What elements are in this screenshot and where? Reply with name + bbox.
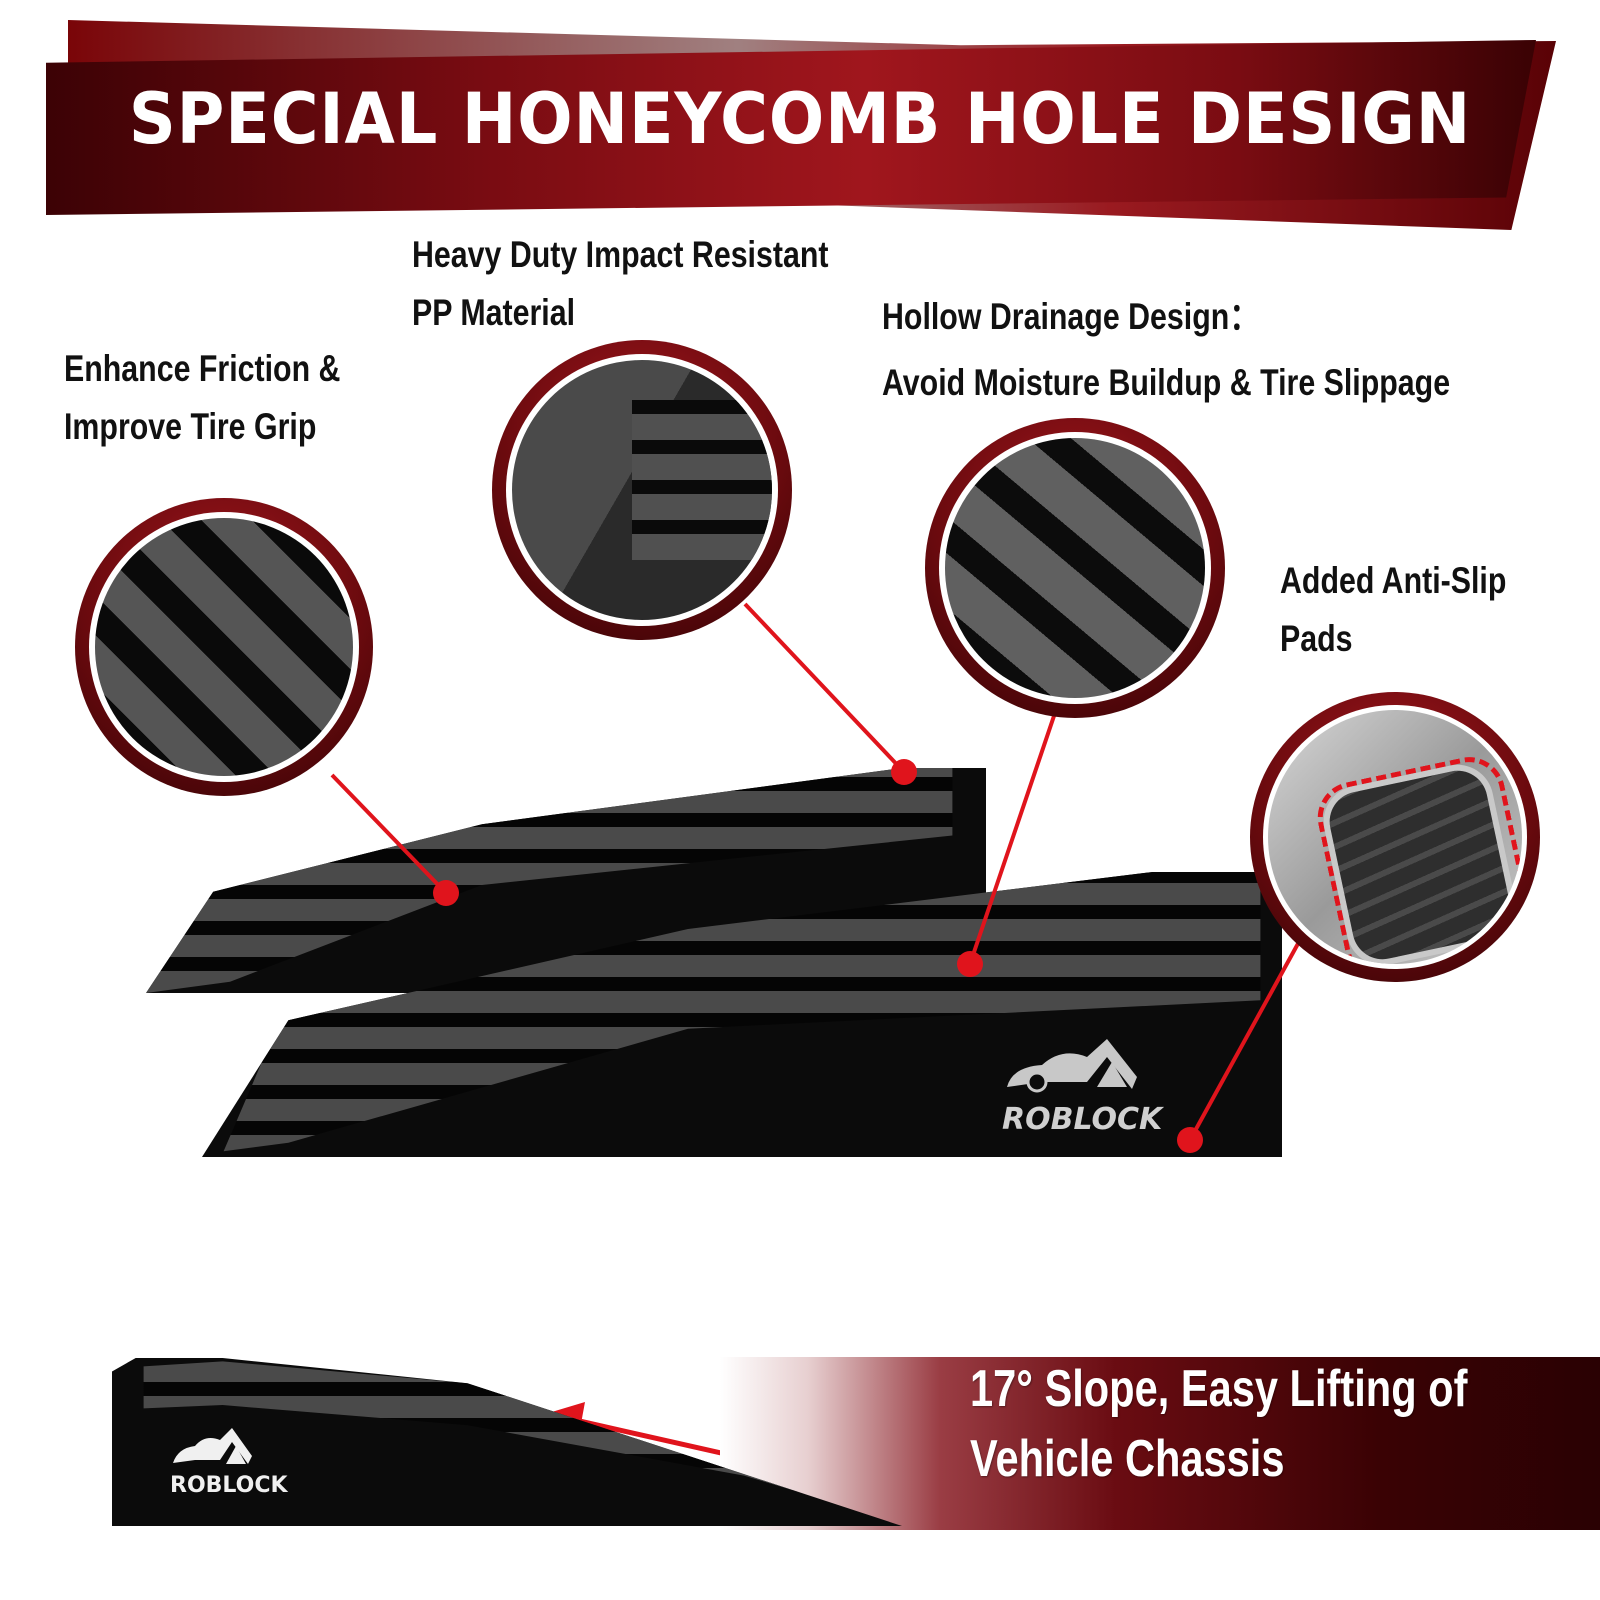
brand-logo-text: ROBLOCK	[170, 1473, 288, 1498]
car-mountain-logo-icon	[1007, 1039, 1137, 1093]
feature-label-drainage: Hollow Drainage Design： Avoid Moisture B…	[882, 284, 1450, 416]
feature-line: Improve Tire Grip	[64, 406, 317, 447]
brand-logo: ROBLOCK	[1002, 1037, 1172, 1157]
feature-label-material: Heavy Duty Impact Resistant PP Material	[412, 226, 828, 342]
slope-caption-line: 17° Slope, Easy Lifting of	[970, 1360, 1468, 1418]
feature-label-friction: Enhance Friction & Improve Tire Grip	[64, 340, 340, 456]
detail-circle-drainage	[925, 418, 1225, 718]
feature-line: Heavy Duty Impact Resistant	[412, 234, 829, 275]
slope-caption: 17° Slope, Easy Lifting of Vehicle Chass…	[970, 1354, 1467, 1494]
drainage-photo	[945, 438, 1205, 698]
feature-line: Hollow Drainage Design：	[882, 296, 1260, 337]
detail-circle-material	[492, 340, 792, 640]
bottom-banner	[720, 1357, 1600, 1530]
brand-logo-small: ROBLOCK	[170, 1428, 288, 1498]
banner-front-ribbon	[46, 40, 1536, 215]
car-mountain-logo-icon	[173, 1428, 252, 1464]
feature-line: Pads	[1280, 618, 1353, 659]
detail-circle-antislip	[1250, 692, 1540, 982]
material-photo	[512, 360, 772, 620]
page-title: SPECIAL HONEYCOMB HOLE DESIGN	[128, 78, 1472, 160]
brand-logo-text: ROBLOCK	[1002, 1102, 1163, 1137]
feature-line: PP Material	[412, 292, 576, 333]
tread-photo	[95, 518, 353, 776]
antislip-pad-photo	[1268, 710, 1522, 964]
slope-caption-line: Vehicle Chassis	[970, 1430, 1285, 1488]
feature-label-antislip: Added Anti-Slip Pads	[1280, 552, 1506, 668]
detail-circle-friction	[75, 498, 373, 796]
feature-line: Avoid Moisture Buildup & Tire Slippage	[882, 362, 1451, 403]
feature-line: Added Anti-Slip	[1280, 560, 1507, 601]
feature-line: Enhance Friction &	[64, 348, 341, 389]
